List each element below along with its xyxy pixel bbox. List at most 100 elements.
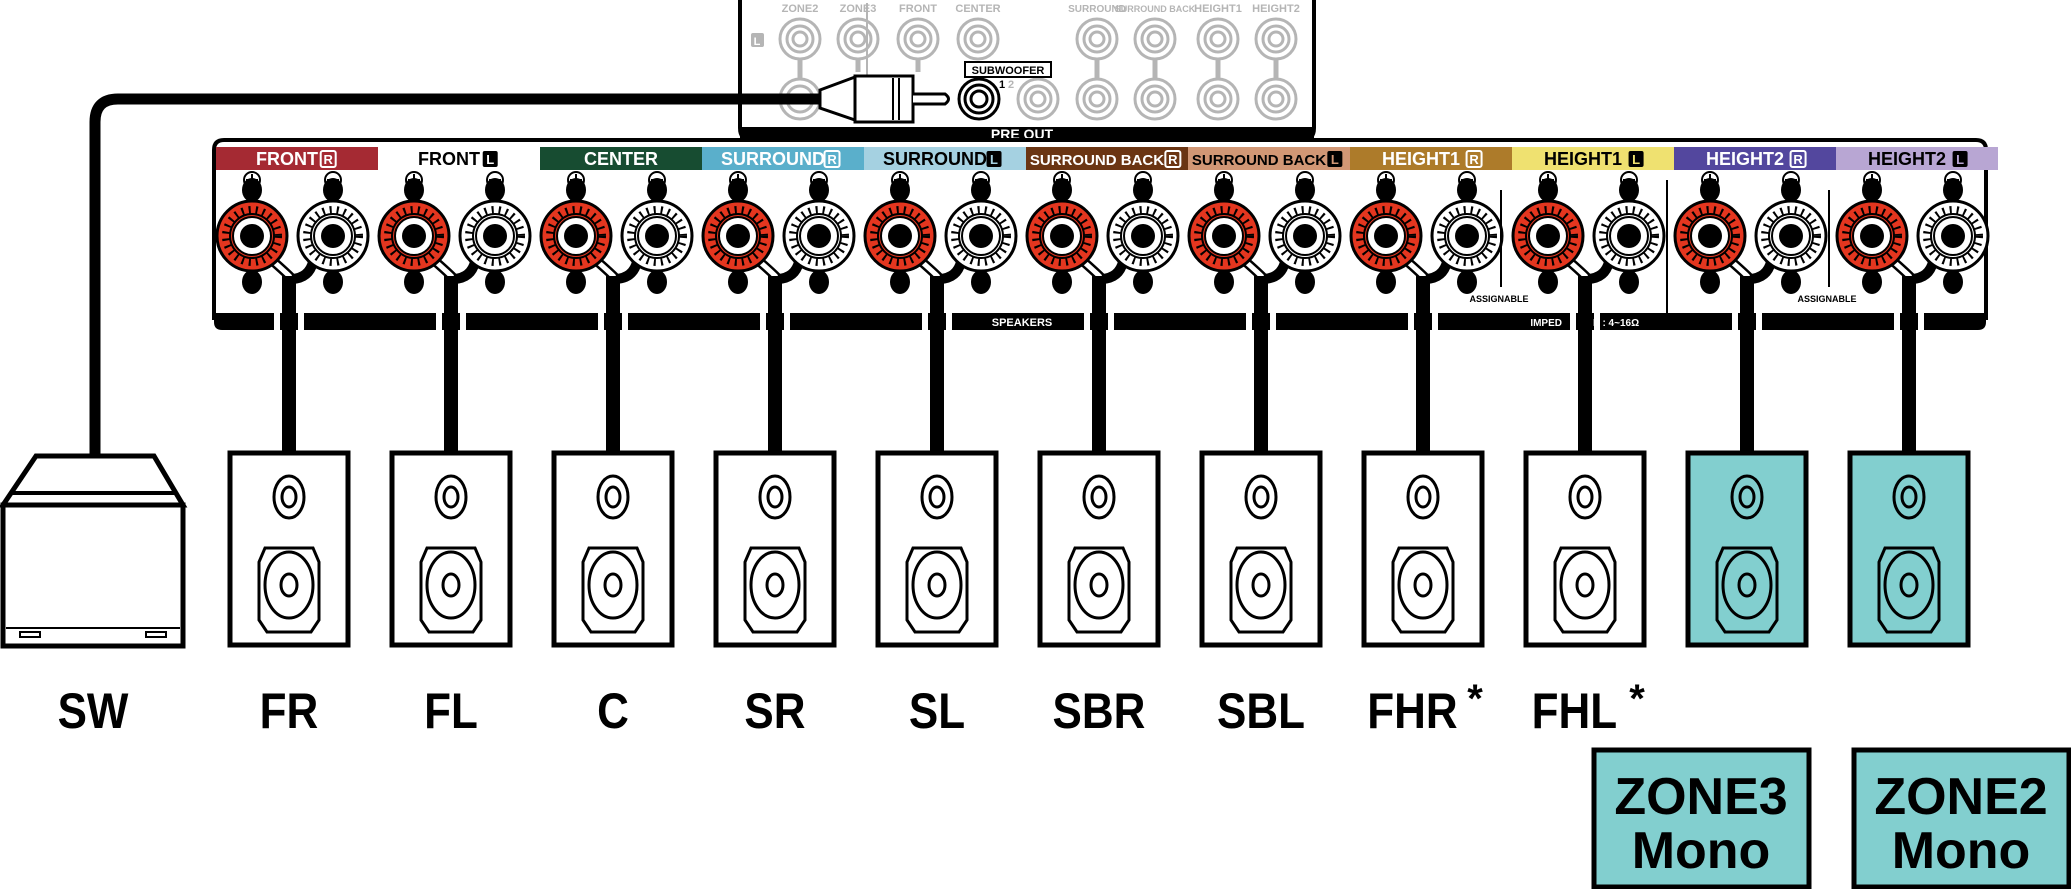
side-l-badge-icon: L bbox=[1952, 151, 1968, 167]
positive-terminal[interactable] bbox=[215, 178, 289, 294]
speaker-label-sbl: SBL bbox=[1217, 682, 1305, 738]
channel-label: CENTER bbox=[584, 149, 658, 169]
speaker-label-sw: SW bbox=[58, 682, 129, 738]
positive-terminal[interactable] bbox=[1511, 178, 1585, 294]
channel-height1-r: HEIGHT1 R bbox=[1349, 147, 1512, 455]
side-r-badge-icon: R bbox=[823, 150, 841, 168]
channel-label: HEIGHT2 bbox=[1706, 149, 1784, 169]
channel-label: FRONT bbox=[418, 149, 480, 169]
svg-text:L: L bbox=[486, 152, 494, 167]
positive-terminal[interactable] bbox=[1349, 178, 1423, 294]
svg-text:R: R bbox=[324, 152, 334, 167]
positive-terminal[interactable] bbox=[539, 178, 613, 294]
zone2-mono-badge: ZONE2 Mono bbox=[1851, 747, 2071, 889]
channel-label: FRONT bbox=[256, 149, 318, 169]
negative-terminal[interactable] bbox=[1592, 178, 1666, 294]
subwoofer-cable bbox=[89, 93, 820, 455]
speaker-label-sbr: SBR bbox=[1053, 682, 1146, 738]
channel-surround-back-r: SURROUND BACK R bbox=[1025, 147, 1188, 455]
negative-terminal[interactable] bbox=[620, 178, 694, 294]
channel-center: CENTER bbox=[539, 147, 702, 455]
negative-terminal[interactable] bbox=[1268, 178, 1342, 294]
side-l-badge-icon: L bbox=[1628, 151, 1644, 167]
speaker-label-fhr: FHR bbox=[1367, 682, 1457, 738]
negative-terminal[interactable] bbox=[1916, 178, 1990, 294]
side-r-badge-icon: R bbox=[1789, 150, 1807, 168]
speaker-label-c: C bbox=[597, 682, 629, 738]
subwoofer-1-jack[interactable] bbox=[957, 77, 1001, 121]
negative-terminal[interactable] bbox=[782, 178, 856, 294]
assignable-label-2: ASSIGNABLE bbox=[1797, 294, 1856, 304]
svg-text:1: 1 bbox=[999, 79, 1005, 91]
channel-height2-r: HEIGHT2 R bbox=[1673, 147, 1836, 455]
channel-label: SURROUND bbox=[883, 149, 987, 169]
impedance-label-part2: E : 4~16Ω bbox=[1593, 318, 1639, 329]
speaker-label-sr: SR bbox=[744, 682, 805, 738]
negative-terminal[interactable] bbox=[296, 178, 370, 294]
positive-terminal[interactable] bbox=[701, 178, 775, 294]
preout-label-center: CENTER bbox=[955, 3, 1000, 15]
svg-text:R: R bbox=[1793, 152, 1803, 167]
negative-terminal[interactable] bbox=[458, 178, 532, 294]
side-r-badge-icon: R bbox=[1465, 150, 1483, 168]
negative-terminal[interactable] bbox=[1106, 178, 1180, 294]
preout-label-height1: HEIGHT1 bbox=[1194, 3, 1242, 15]
svg-text:L: L bbox=[1956, 152, 1964, 167]
speaker-fl bbox=[389, 450, 513, 648]
speaker-fr bbox=[227, 450, 351, 648]
assignable-label-1: ASSIGNABLE bbox=[1469, 294, 1528, 304]
speaker-fhl bbox=[1523, 450, 1647, 648]
speaker-sw bbox=[0, 453, 188, 649]
speakers-bar-label: SPEAKERS bbox=[992, 317, 1053, 329]
side-l-badge-icon: L bbox=[986, 151, 1002, 167]
asterisk-note: * bbox=[1629, 677, 1645, 721]
rca-plug-icon bbox=[818, 74, 950, 124]
speaker-sr bbox=[713, 450, 837, 648]
channel-label: HEIGHT1 bbox=[1544, 149, 1622, 169]
positive-terminal[interactable] bbox=[1187, 178, 1261, 294]
positive-terminal[interactable] bbox=[863, 178, 937, 294]
speaker-label-fhl: FHL bbox=[1532, 682, 1618, 738]
side-r-badge-icon: R bbox=[319, 150, 337, 168]
positive-terminal[interactable] bbox=[1025, 178, 1099, 294]
svg-text:L: L bbox=[1632, 152, 1640, 167]
speaker-z3 bbox=[1685, 450, 1809, 648]
channel-label: SURROUND BACK bbox=[1030, 152, 1164, 169]
svg-text:2: 2 bbox=[1008, 79, 1014, 91]
channel-label: SURROUND BACK bbox=[1192, 152, 1326, 169]
speaker-label-fl: FL bbox=[424, 682, 478, 738]
subwoofer-jack-label: SUBWOOFER bbox=[972, 65, 1045, 77]
svg-text:ZONE3: ZONE3 bbox=[1614, 768, 1787, 826]
negative-terminal[interactable] bbox=[1754, 178, 1828, 294]
negative-terminal[interactable] bbox=[1430, 178, 1504, 294]
speaker-sbl bbox=[1199, 450, 1323, 648]
preout-label-surround: SURROUND bbox=[1068, 4, 1126, 15]
svg-text:L: L bbox=[990, 152, 998, 167]
preout-label-height2: HEIGHT2 bbox=[1252, 3, 1300, 15]
side-l-badge-icon: L bbox=[1327, 151, 1343, 167]
svg-text:R: R bbox=[1469, 152, 1479, 167]
channel-front-r: FRONT R bbox=[215, 147, 378, 455]
svg-text:Mono: Mono bbox=[1632, 822, 1771, 880]
positive-terminal[interactable] bbox=[1673, 178, 1747, 294]
side-r-badge-icon: R bbox=[1164, 150, 1182, 168]
preout-label-front: FRONT bbox=[899, 3, 937, 15]
channel-label: SURROUND bbox=[721, 149, 825, 169]
channel-label: HEIGHT1 bbox=[1382, 149, 1460, 169]
negative-terminal[interactable] bbox=[944, 178, 1018, 294]
speaker-z2 bbox=[1847, 450, 1971, 648]
svg-text:L: L bbox=[1331, 152, 1339, 167]
channel-front-l: FRONT L bbox=[377, 147, 540, 455]
svg-text:R: R bbox=[1168, 152, 1178, 167]
preout-label-surround-back: SURROUND BACK bbox=[1115, 4, 1196, 14]
positive-terminal[interactable] bbox=[377, 178, 451, 294]
positive-terminal[interactable] bbox=[1835, 178, 1909, 294]
svg-text:R: R bbox=[827, 152, 837, 167]
speaker-c bbox=[551, 450, 675, 648]
side-l-badge-icon: L bbox=[482, 151, 498, 167]
asterisk-note: * bbox=[1467, 677, 1483, 721]
speaker-sl bbox=[875, 450, 999, 648]
